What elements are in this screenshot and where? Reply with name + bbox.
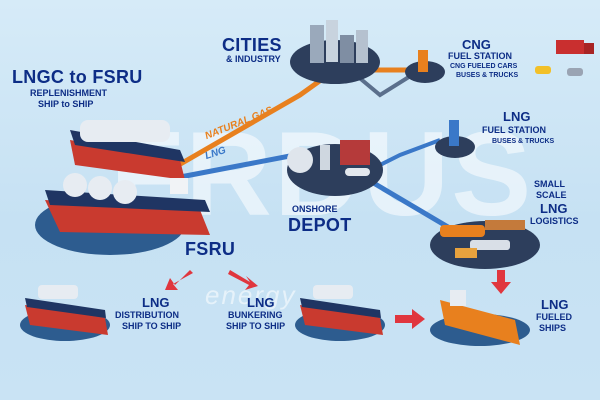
fueled-title: LNG (541, 297, 569, 312)
lng-station-small: BUSES & TRUCKS (492, 138, 555, 145)
lngc-fsru-ships (35, 120, 210, 255)
arrow-logistics-down (491, 270, 511, 294)
small-scale-4: LOGISTICS (530, 216, 579, 226)
fueled-sub2: SHIPS (539, 323, 567, 333)
lng-station-icon (435, 120, 475, 158)
distribution-ship-icon (20, 285, 110, 341)
arrow-to-distribution (165, 270, 193, 290)
bunkering-sub2: SHIP TO SHIP (226, 321, 286, 331)
fsru-label: FSRU (185, 239, 236, 259)
cities-sub: & INDUSTRY (226, 54, 281, 64)
distribution-sub2: SHIP TO SHIP (122, 321, 182, 331)
bunkering-sub1: BUNKERING (228, 310, 283, 320)
arrow-to-bunkering (228, 270, 258, 290)
cng-sub: FUEL STATION (448, 51, 512, 61)
arrow-to-fueled-ship (395, 309, 425, 329)
depot-sub: ONSHORE (292, 204, 338, 214)
bunkering-title: LNG (247, 295, 275, 310)
cng-truck-icon (556, 40, 594, 54)
distribution-sub1: DISTRIBUTION (115, 310, 179, 320)
fueled-sub1: FUELED (536, 312, 572, 322)
small-scale-logistics-icon (430, 220, 540, 269)
lng-station-sub: FUEL STATION (482, 125, 546, 135)
lngc-sub2: SHIP to SHIP (38, 99, 94, 109)
cities-title: CITIES (222, 35, 282, 55)
small-scale-3: LNG (540, 201, 568, 216)
cng-small1: CNG FUELED CARS (450, 63, 518, 70)
flow-arrows (165, 270, 511, 329)
onshore-depot-icon (287, 140, 383, 196)
bunkering-ship-icon (295, 285, 385, 341)
lngc-title: LNGC to FSRU (12, 67, 143, 87)
small-scale-1: SMALL (534, 179, 565, 189)
cng-cars-icon (535, 66, 583, 76)
lng-fueled-ship-icon (430, 290, 530, 346)
distribution-title: LNG (142, 295, 170, 310)
cities-industry-icon (290, 20, 380, 84)
depot-title: DEPOT (288, 215, 352, 235)
lng-station-title: LNG (503, 109, 531, 124)
cng-small2: BUSES & TRUCKS (456, 72, 519, 79)
natural-gas-pipeline (168, 67, 420, 173)
cng-title: CNG (462, 37, 491, 52)
lngc-sub1: REPLENISHMENT (30, 88, 108, 98)
cng-station-icon (405, 50, 445, 83)
small-scale-2: SCALE (536, 190, 567, 200)
